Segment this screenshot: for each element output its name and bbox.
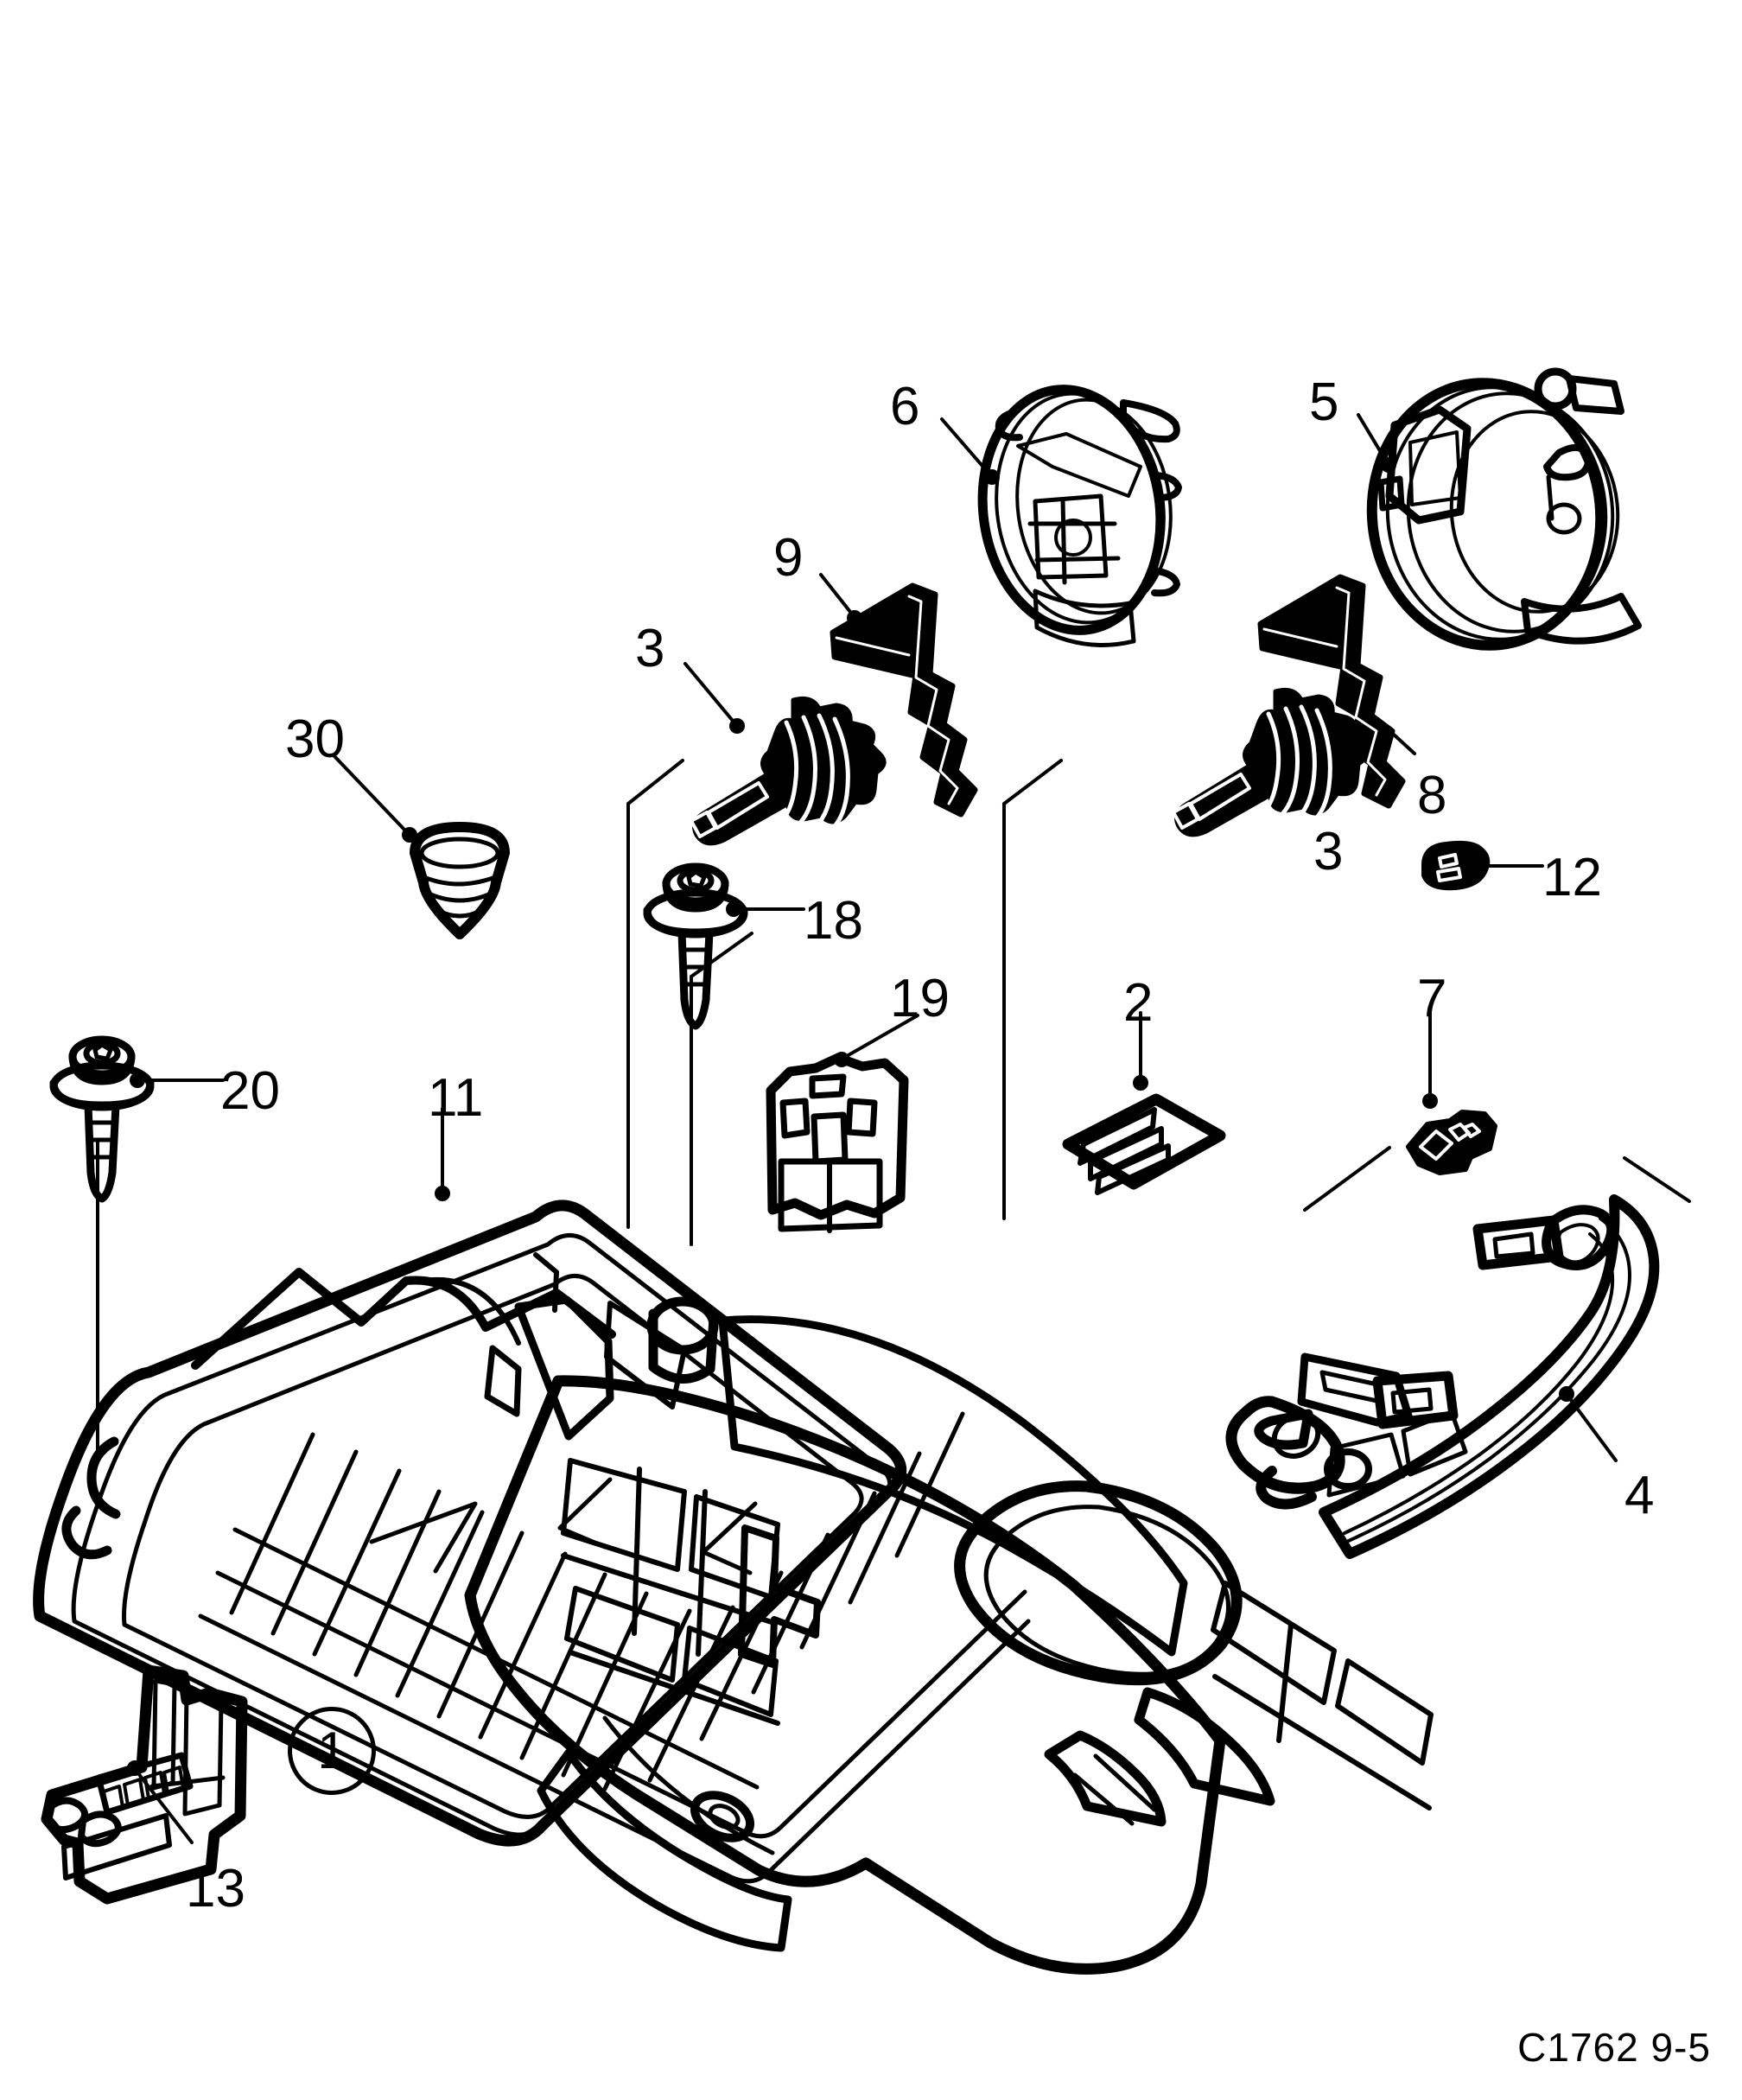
callout-4[interactable]: 4 (1624, 1466, 1655, 1525)
part-4-headlamp-trim-moulding (1254, 1194, 1660, 1559)
part-3-halogen-bulb-left (690, 696, 887, 846)
callout-30[interactable]: 30 (285, 710, 345, 769)
callout-9[interactable]: 9 (773, 528, 804, 588)
part-1-headlamp-assembly (33, 1200, 1434, 1975)
callout-18[interactable]: 18 (804, 891, 863, 951)
callout-3-right[interactable]: 3 (1313, 822, 1344, 881)
callout-13[interactable]: 13 (186, 1859, 245, 1919)
part-7-electrical-connector-clip (1406, 1110, 1497, 1175)
callout-11[interactable]: 11 (428, 1068, 484, 1128)
assembly-callout-1[interactable]: 1 (288, 1707, 376, 1795)
part-9-bulb-retaining-spring-clip (830, 582, 978, 818)
callout-20[interactable]: 20 (220, 1061, 280, 1121)
figure-code: C1762 9-5 (1517, 2025, 1711, 2070)
callout-2[interactable]: 2 (1123, 973, 1154, 1033)
callout-3-left[interactable]: 3 (635, 619, 665, 678)
part-30-blanking-plug (410, 822, 510, 939)
part-5-bulb-access-cover-outer (1366, 367, 1642, 651)
callout-7[interactable]: 7 (1417, 969, 1447, 1028)
callout-12[interactable]: 12 (1542, 848, 1602, 907)
callout-19[interactable]: 19 (890, 969, 950, 1028)
headlamp-housing (464, 1252, 1434, 1975)
part-6-bulb-access-cover-inner (977, 385, 1182, 647)
callout-5[interactable]: 5 (1309, 372, 1339, 432)
part-18-screw-with-washer (643, 862, 748, 1030)
part-3-halogen-bulb-right (1172, 687, 1369, 837)
callout-8[interactable]: 8 (1417, 766, 1447, 825)
part-2-vent-cover-plate (1062, 1093, 1226, 1195)
part-19-expanding-grommet-nut (766, 1053, 909, 1233)
part-20-screw-with-washer (49, 1035, 155, 1203)
callout-6[interactable]: 6 (890, 377, 920, 436)
part-12-retaining-clip (1421, 840, 1491, 891)
